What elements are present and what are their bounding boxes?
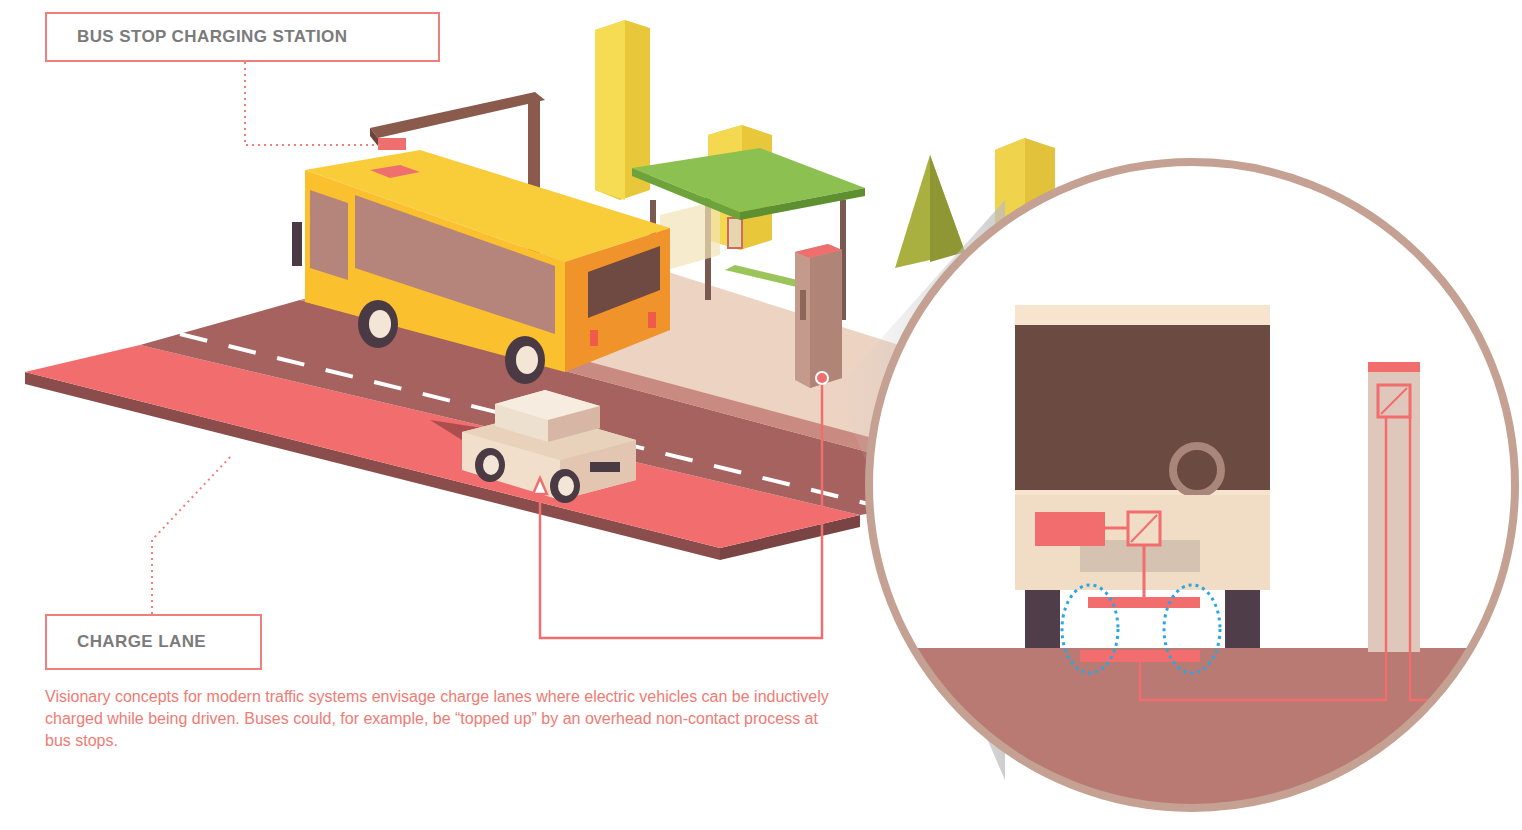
- zoom-detail-part: [1140, 417, 1386, 700]
- electric-bus-part: [648, 312, 656, 328]
- zoom-detail-part: [1105, 527, 1128, 530]
- zoom-detail-part: [1143, 545, 1146, 598]
- zoom-detail-part: [1088, 597, 1200, 608]
- zoom-detail-part: [1378, 385, 1410, 417]
- zoom-detail-part: [1368, 362, 1420, 372]
- car-part: [548, 406, 600, 442]
- zoom-detail-part: [1164, 585, 1220, 673]
- zoom-detail-part: [869, 162, 1515, 808]
- electric-bus-part: [358, 300, 398, 348]
- leader-lines-part: [245, 62, 380, 145]
- electric-bus: [292, 150, 670, 384]
- charge-link-arrow-part: [816, 372, 828, 384]
- charging-mast-part: [370, 92, 545, 138]
- charging-post-part: [800, 290, 806, 320]
- background-blocks-part: [930, 155, 965, 262]
- zoom-detail-part: [1025, 590, 1060, 648]
- car-part: [558, 476, 574, 496]
- electric-bus-part: [505, 336, 545, 384]
- car-part: [483, 455, 499, 475]
- callout-label: CHARGE LANE: [77, 632, 206, 652]
- bus-shelter-part: [728, 218, 742, 248]
- electric-bus-part: [590, 330, 598, 346]
- callout-label: BUS STOP CHARGING STATION: [77, 27, 347, 47]
- car-part: [495, 390, 600, 442]
- electric-bus-part: [292, 222, 302, 266]
- car-part: [475, 448, 505, 482]
- electric-bus-part: [565, 228, 670, 372]
- zoom-detail-part: [1035, 512, 1105, 546]
- charging-mast-part: [370, 128, 378, 146]
- zoom-detail-part: [1131, 515, 1157, 542]
- leader-lines: [152, 62, 380, 614]
- zoom-detail-part: [1062, 585, 1118, 673]
- bus-shelter-part: [632, 168, 740, 220]
- charge-link-arrow-part: [533, 478, 547, 494]
- bus-shelter-part: [740, 188, 865, 220]
- charge-link-arrow: [533, 372, 828, 638]
- callout-box: CHARGE LANE: [45, 614, 262, 670]
- callout-box: BUS STOP CHARGING STATION: [45, 12, 440, 62]
- charging-post-part: [810, 250, 842, 388]
- car: [462, 390, 636, 503]
- zoom-detail-part: [860, 305, 1522, 830]
- zoom-detail-part: [1015, 325, 1270, 490]
- charging-post-part: [795, 244, 842, 388]
- car-part: [590, 462, 620, 472]
- charging-mast-part: [378, 138, 406, 150]
- car-part: [550, 469, 580, 503]
- zoom-detail-part: [860, 648, 1522, 830]
- charge-link-arrow-part: [540, 378, 822, 638]
- background-blocks-part: [895, 155, 965, 268]
- background-blocks-part: [595, 20, 625, 200]
- electric-bus-part: [516, 346, 538, 374]
- electric-bus-part: [310, 190, 348, 280]
- zoom-detail-part: [1173, 446, 1221, 494]
- zoom-detail-part: [1080, 650, 1200, 662]
- caption: Visionary concepts for modern traffic sy…: [45, 686, 845, 752]
- zoom-detail-part: [1128, 512, 1160, 545]
- leader-lines-part: [152, 455, 232, 614]
- charging-post: [795, 244, 842, 388]
- zoom-detail-part: [1368, 362, 1420, 652]
- zoom-detail-part: [1381, 388, 1407, 414]
- electric-bus-part: [370, 165, 420, 178]
- electric-bus-part: [588, 246, 660, 318]
- zoom-detail-part: [1225, 590, 1260, 648]
- electric-bus-part: [369, 310, 391, 338]
- zoom-detail: [860, 162, 1522, 830]
